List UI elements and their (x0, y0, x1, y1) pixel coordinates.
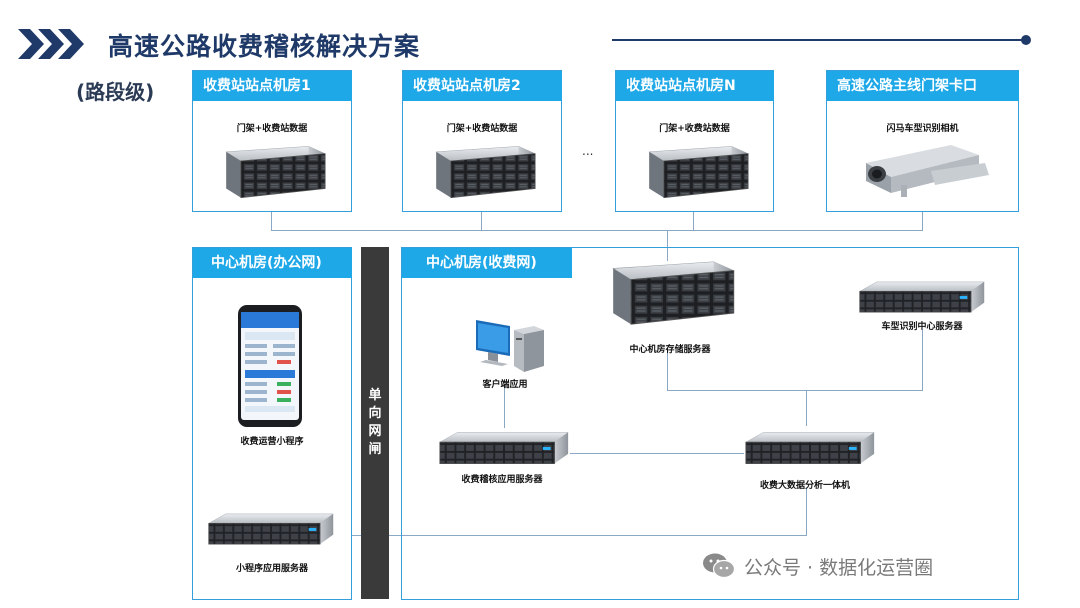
storage-server-icon (217, 143, 327, 201)
gantry-box-title: 高速公路主线门架卡口 (827, 71, 1019, 101)
audit-server-icon (436, 428, 572, 468)
station-device-label: 门架+收费站数据 (659, 124, 730, 134)
station-device-label: 门架+收费站数据 (236, 124, 308, 134)
connector-audit-bigdata (570, 453, 744, 454)
header-divider-dot (1021, 35, 1031, 45)
station-box-1: 收费站站点机房1 门架+收费站数据 (192, 70, 352, 212)
audit-server-label: 收费稽核应用服务器 (461, 475, 543, 485)
connector-storage-down (667, 352, 668, 390)
recognition-server-label: 车型识别中心服务器 (881, 322, 963, 332)
connector-station1 (271, 210, 272, 231)
bigdata-appliance-icon (742, 428, 878, 468)
miniapp-server-label: 小程序应用服务器 (235, 564, 308, 574)
camera-label: 闪马车型识别相机 (886, 124, 959, 134)
station-box-2: 收费站站点机房2 门架+收费站数据 (402, 70, 562, 212)
station-device-label: 门架+收费站数据 (446, 124, 518, 134)
station-box-title: 收费站站点机房2 (403, 71, 562, 101)
bigdata-appliance-label: 收费大数据分析一体机 (759, 481, 850, 491)
office-box-title: 中心机房(办公网) (193, 248, 352, 278)
toll-box-title: 中心机房(收费网) (402, 248, 572, 278)
miniapp-label: 收费运营小程序 (240, 437, 304, 447)
connector-storage-recog (667, 390, 923, 391)
station-box-title: 收费站站点机房N (616, 71, 774, 101)
header-divider (612, 39, 1026, 41)
gantry-box: 高速公路主线门架卡口 闪马车型识别相机 (826, 70, 1019, 212)
connector-station2 (481, 210, 482, 231)
station-ellipsis: ... (582, 144, 594, 158)
central-storage-server-icon (602, 258, 736, 328)
recognition-server-icon (856, 278, 988, 316)
station-box-title: 收费站站点机房1 (193, 71, 352, 101)
desktop-computer-icon (476, 320, 544, 372)
storage-server-label: 中心机房存储服务器 (629, 345, 711, 355)
storage-server-icon (427, 143, 537, 201)
one-way-gateway: 单 向 网 闸 (361, 247, 389, 599)
chevron-arrows-icon (18, 29, 84, 59)
watermark-text: 公众号 · 数据化运营圈 (744, 556, 934, 579)
connector-bigdata-up (806, 390, 807, 426)
connector-stationN (693, 210, 694, 231)
connector-bus-storage (667, 230, 668, 261)
office-network-box: 中心机房(办公网) 收费运营小程序 小程序应用服务器 (192, 247, 352, 600)
connector-client-audit (504, 386, 505, 428)
storage-server-icon (640, 143, 750, 201)
toll-network-box: 中心机房(收费网) (401, 247, 1019, 600)
connector-top-bus (271, 230, 923, 231)
client-app-label: 客户端应用 (482, 380, 528, 390)
wechat-icon (703, 553, 736, 579)
page-title: 高速公路收费稽核解决方案 (108, 32, 421, 61)
connector-recog-down (922, 330, 923, 391)
camera-icon (866, 145, 989, 197)
miniapp-server-icon (205, 510, 337, 548)
connector-to-miniapp (344, 535, 807, 536)
smartphone-icon (238, 305, 302, 427)
connector-bigdata-down (806, 488, 807, 535)
watermark: 公众号 · 数据化运营圈 (702, 552, 933, 580)
station-box-n: 收费站站点机房N 门架+收费站数据 (615, 70, 774, 212)
connector-camera (922, 210, 923, 231)
page-subtitle: (路段级) (76, 80, 155, 104)
